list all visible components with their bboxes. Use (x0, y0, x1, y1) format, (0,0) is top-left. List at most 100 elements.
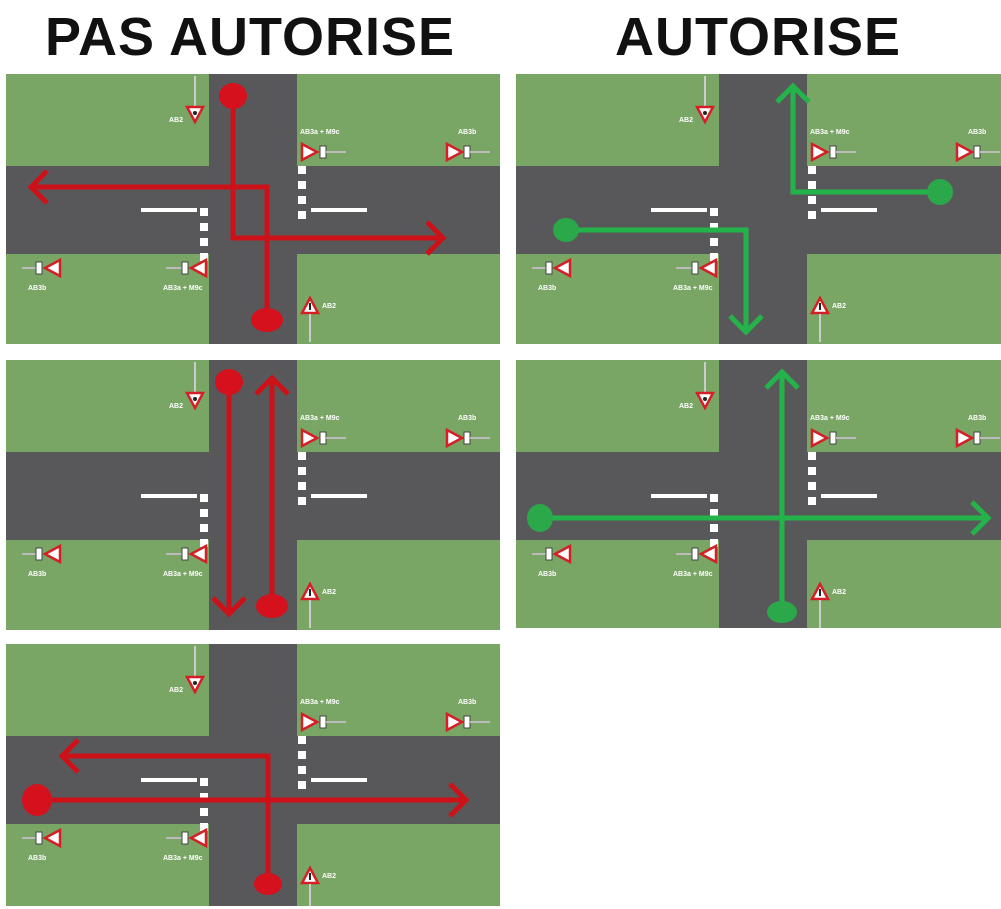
crossing-block (200, 494, 208, 502)
traffic-light-icon (319, 145, 346, 159)
sign-label: AB2 (322, 589, 336, 596)
priority-sign-icon (300, 711, 320, 733)
warning-sign-icon (299, 865, 321, 885)
stop-line-west (141, 778, 197, 782)
arrow-head (211, 596, 247, 618)
sign-label: AB3a + M9c (163, 285, 203, 292)
arrow-head (728, 314, 764, 336)
sign-label: AB2 (832, 303, 846, 310)
traffic-light-icon (973, 431, 1000, 445)
crossing-block (200, 524, 208, 532)
priority-sign-icon (188, 257, 208, 279)
priority-sign-icon (552, 257, 572, 279)
warning-sign-icon (809, 581, 831, 601)
yield-sign-icon (184, 105, 206, 125)
crossing-block (298, 211, 306, 219)
crossing-block (710, 253, 718, 261)
start-point (256, 594, 288, 618)
start-point (527, 504, 553, 532)
crossing-block (808, 497, 816, 505)
heading-not-allowed: PAS AUTORISE (44, 7, 456, 67)
crossing-block (200, 223, 208, 231)
priority-sign-icon (698, 543, 718, 565)
start-point (553, 218, 579, 242)
vehicle-path (790, 86, 940, 195)
sign-label: AB3b (968, 129, 986, 136)
vehicle-path (230, 96, 443, 241)
vehicle-path (62, 753, 271, 884)
sign-label: AB3a + M9c (673, 571, 713, 578)
crossing-block (710, 494, 718, 502)
priority-sign-icon (955, 141, 975, 163)
traffic-light-icon (463, 431, 490, 445)
priority-sign-icon (445, 141, 465, 163)
crossing-block (808, 467, 816, 475)
priority-sign-icon (698, 257, 718, 279)
warning-sign-icon (299, 295, 321, 315)
traffic-light-icon (691, 547, 699, 561)
arrow-head (764, 368, 800, 390)
priority-sign-icon (42, 827, 62, 849)
sign-label: AB2 (322, 303, 336, 310)
sign-label: AB3b (28, 855, 46, 862)
arrow-head (27, 169, 49, 205)
crossing-block (298, 166, 306, 174)
priority-sign-icon (300, 427, 320, 449)
sign-label: AB3b (28, 571, 46, 578)
sign-label: AB3a + M9c (163, 855, 203, 862)
crossing-block (200, 778, 208, 786)
arrow-head (58, 738, 80, 774)
heading-allowed: AUTORISE (614, 7, 902, 67)
crossing-block (200, 208, 208, 216)
sign-label: AB3b (458, 129, 476, 136)
traffic-light-icon (319, 431, 346, 445)
crossing-block (200, 808, 208, 816)
stop-line-west (141, 494, 197, 498)
yield-sign-icon (184, 675, 206, 695)
crossing-block (710, 223, 718, 231)
crossing-block (808, 166, 816, 174)
traffic-light-icon (829, 145, 856, 159)
arrow-head (425, 220, 447, 256)
sign-label: AB3a + M9c (810, 129, 850, 136)
sign-label: AB2 (679, 117, 693, 124)
priority-sign-icon (552, 543, 572, 565)
vertical-road (719, 360, 807, 628)
start-point (251, 308, 283, 332)
crossing-block (298, 467, 306, 475)
stop-line-east (311, 778, 367, 782)
stop-line-east (821, 494, 877, 498)
sign-label: AB2 (679, 403, 693, 410)
traffic-light-icon (35, 831, 43, 845)
stop-line-east (821, 208, 877, 212)
crossing-block (808, 211, 816, 219)
start-point (22, 784, 52, 816)
priority-sign-icon (445, 427, 465, 449)
vehicle-path (566, 227, 749, 332)
sign-label: AB3b (28, 285, 46, 292)
warning-sign-icon (299, 581, 321, 601)
crossing-block (710, 208, 718, 216)
sign-label: AB3a + M9c (810, 415, 850, 422)
sign-label: AB3a + M9c (300, 699, 340, 706)
start-point (219, 83, 247, 109)
priority-sign-icon (810, 427, 830, 449)
traffic-light-icon (691, 261, 699, 275)
traffic-light-icon (829, 431, 856, 445)
priority-sign-icon (445, 711, 465, 733)
stop-line-west (651, 494, 707, 498)
sign-label: AB3a + M9c (300, 415, 340, 422)
sign-label: AB3a + M9c (673, 285, 713, 292)
start-point (927, 179, 953, 205)
priority-sign-icon (42, 543, 62, 565)
sign-label: AB3b (968, 415, 986, 422)
warning-sign-icon (809, 295, 831, 315)
vertical-road (209, 360, 297, 630)
crossing-block (200, 793, 208, 801)
crossing-block (808, 181, 816, 189)
sign-label: AB3a + M9c (163, 571, 203, 578)
